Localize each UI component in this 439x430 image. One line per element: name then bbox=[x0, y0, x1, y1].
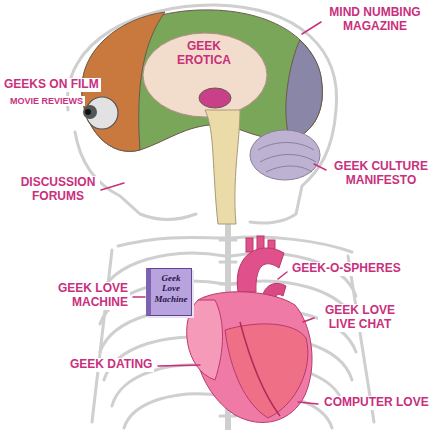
occipital-lobe bbox=[286, 40, 323, 140]
coronary-vessel bbox=[240, 322, 280, 416]
brainstem bbox=[205, 110, 240, 224]
pink-label: GEEK LOVE MACHINE bbox=[30, 282, 130, 310]
skeleton bbox=[67, 5, 374, 430]
collarbone bbox=[118, 237, 226, 246]
leader-line bbox=[278, 272, 287, 279]
pink-label: GEEK DATING bbox=[68, 358, 154, 372]
leader-line bbox=[302, 22, 321, 34]
leader-line bbox=[133, 296, 145, 298]
collarbone bbox=[230, 237, 352, 252]
pink-label: DISCUSSION FORUMS bbox=[16, 176, 100, 204]
leader-line bbox=[303, 318, 314, 322]
pink-label: GEEK EROTICA bbox=[172, 40, 236, 68]
medial-region bbox=[143, 33, 267, 117]
eyeball bbox=[86, 97, 118, 129]
brain bbox=[82, 10, 323, 224]
ventricle bbox=[225, 324, 308, 418]
leader-line bbox=[298, 402, 318, 404]
cerebellum bbox=[250, 130, 320, 180]
artery-branch bbox=[246, 238, 253, 252]
thalamus bbox=[199, 88, 231, 108]
pink-label: COMPUTER LOVE bbox=[322, 396, 431, 410]
pink-label: GEEK-O-SPHERES bbox=[290, 262, 403, 276]
right-atrium bbox=[187, 300, 223, 380]
pink-label: MOVIE REVIEWS bbox=[8, 96, 85, 106]
book-box: Geek Love Machine bbox=[146, 268, 192, 316]
pupil bbox=[85, 109, 91, 115]
pink-label: GEEK LOVE LIVE CHAT bbox=[318, 304, 402, 332]
leader-line bbox=[314, 164, 326, 170]
leader-line bbox=[158, 365, 200, 366]
book-title: Geek Love Machine bbox=[154, 273, 188, 304]
cerebellum-folds bbox=[258, 143, 316, 173]
pink-label: MIND NUMBING MAGAZINE bbox=[322, 6, 428, 34]
ribs-left bbox=[100, 253, 225, 428]
pink-label: GEEKS ON FILM bbox=[2, 78, 101, 92]
pink-label: GEEK CULTURE MANIFESTO bbox=[328, 160, 434, 188]
leader-line bbox=[101, 183, 124, 190]
iris bbox=[83, 105, 97, 119]
eye bbox=[83, 97, 118, 129]
skull-outline bbox=[67, 5, 336, 223]
